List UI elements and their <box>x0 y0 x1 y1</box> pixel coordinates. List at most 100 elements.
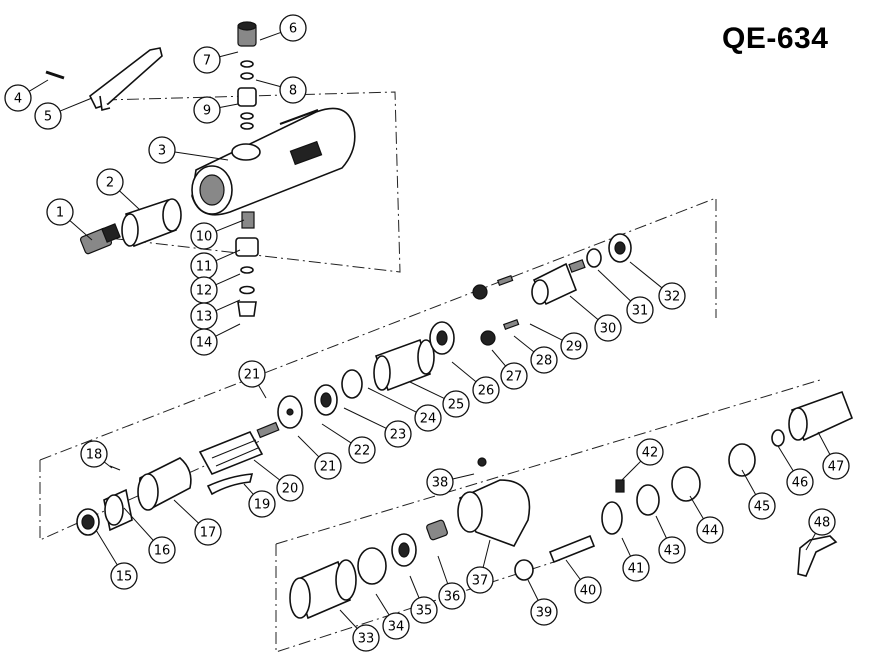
callout-leader <box>297 435 320 458</box>
callout-leader <box>527 579 539 601</box>
callout-leader <box>69 220 93 241</box>
callout-number: 12 <box>196 284 213 299</box>
callout-leader <box>452 473 475 480</box>
callout-leader <box>28 79 49 92</box>
callout-leader <box>255 79 281 88</box>
callout-circle <box>574 576 602 604</box>
callout-number: 47 <box>828 460 845 475</box>
callout-circle <box>594 314 622 342</box>
callout-number: 5 <box>44 110 52 125</box>
callout-circle <box>348 436 376 464</box>
callout-circle <box>96 168 124 196</box>
callout-10: 10 <box>190 219 245 250</box>
callout-37: 37 <box>466 539 494 594</box>
callout-circle <box>500 362 528 390</box>
callout-27: 27 <box>491 349 528 390</box>
part-2-sleeve <box>121 198 182 248</box>
callout-leader <box>621 537 631 557</box>
callout-number: 16 <box>154 544 171 559</box>
callout-9: 9 <box>193 96 239 124</box>
callout-number: 21 <box>244 368 261 383</box>
callout-3: 3 <box>148 136 229 164</box>
callout-circle <box>658 282 686 310</box>
callout-circle <box>110 562 138 590</box>
callout-number: 34 <box>388 620 405 635</box>
callout-number: 28 <box>536 354 553 369</box>
callout-number: 14 <box>196 336 213 351</box>
callout-number: 44 <box>702 524 719 539</box>
callout-number: 46 <box>792 476 809 491</box>
callout-circle <box>279 14 307 42</box>
callout-leader <box>482 539 491 568</box>
callout-leader <box>173 499 199 524</box>
callout-38: 38 <box>426 468 475 496</box>
callout-circle <box>442 390 470 418</box>
callout-number: 43 <box>664 544 681 559</box>
part-5-lever <box>88 47 163 111</box>
callout-number: 11 <box>196 260 213 275</box>
callout-48: 48 <box>805 508 836 551</box>
callout-number: 42 <box>642 446 659 461</box>
callout-leader <box>375 593 390 616</box>
callout-circle <box>384 420 412 448</box>
callout-layer: 1234567891011121314151617181920212122232… <box>4 14 850 652</box>
part-4-pin <box>45 70 65 80</box>
callout-number: 39 <box>536 606 553 621</box>
callout-circle <box>560 332 588 360</box>
callout-circle <box>194 518 222 546</box>
callout-circle <box>530 346 558 374</box>
callout-number: 17 <box>200 526 217 541</box>
callout-12: 12 <box>190 273 241 304</box>
callout-leader <box>243 483 254 495</box>
callout-circle <box>276 474 304 502</box>
callout-leader <box>219 51 239 58</box>
callout-circle <box>658 536 686 564</box>
callout-leader <box>529 323 563 341</box>
model-number: QE-634 <box>722 22 829 55</box>
callout-circle <box>822 452 850 480</box>
callout-30: 30 <box>569 295 622 342</box>
angle-head-section <box>289 457 623 620</box>
callout-leader <box>253 459 281 481</box>
callout-circle <box>530 598 558 626</box>
callout-13: 13 <box>190 299 241 330</box>
callout-1: 1 <box>46 198 93 241</box>
callout-circle <box>382 612 410 640</box>
callout-leader <box>437 555 449 584</box>
valve-stack-top <box>237 21 257 130</box>
callout-24: 24 <box>367 387 442 432</box>
callout-number: 35 <box>416 604 433 619</box>
callout-leader <box>95 529 118 566</box>
callout-circle <box>472 376 500 404</box>
callout-number: 2 <box>106 176 114 191</box>
callout-leader <box>817 431 831 455</box>
callout-circle <box>190 222 218 250</box>
callout-number: 48 <box>814 516 831 531</box>
callout-21: 21 <box>297 435 342 480</box>
callout-leader <box>343 407 387 429</box>
callout-circle <box>636 438 664 466</box>
callout-circle <box>622 554 650 582</box>
callout-23: 23 <box>343 407 412 448</box>
callout-leader <box>569 295 599 321</box>
motor-section <box>76 421 280 536</box>
callout-circle <box>193 96 221 124</box>
callout-7: 7 <box>193 46 239 74</box>
callout-31: 31 <box>597 269 654 324</box>
callout-leader <box>59 97 93 112</box>
callout-leader <box>491 349 506 367</box>
callout-number: 15 <box>116 570 133 585</box>
callout-number: 27 <box>506 370 523 385</box>
callout-number: 36 <box>444 590 461 605</box>
callout-number: 32 <box>664 290 681 305</box>
callout-circle <box>808 508 836 536</box>
callout-number: 26 <box>478 384 495 399</box>
callout-5: 5 <box>34 97 93 130</box>
callout-6: 6 <box>259 14 307 42</box>
output-chuck-section <box>615 390 854 577</box>
callout-number: 29 <box>566 340 583 355</box>
callout-circle <box>190 328 218 356</box>
callout-leader <box>629 261 663 289</box>
callout-leader <box>258 384 267 399</box>
